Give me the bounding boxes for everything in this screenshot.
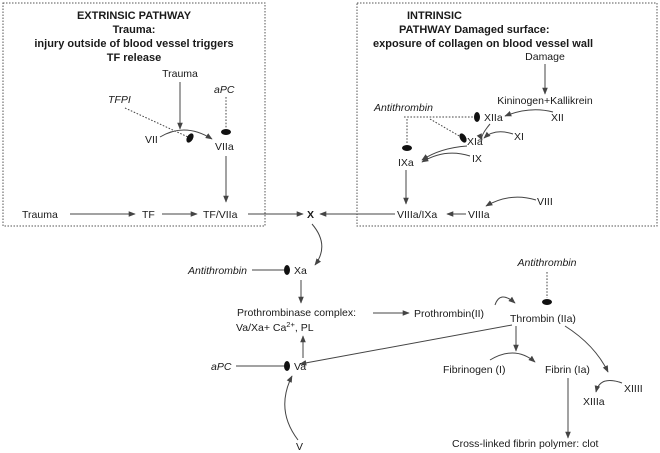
prothrombinase-text-a: Va/Xa+ Ca <box>236 322 286 334</box>
extrinsic-header-4: TF release <box>107 52 161 64</box>
extrinsic-header-3: injury outside of blood vessel triggers <box>34 38 233 50</box>
xi-to-xia-arrow <box>483 131 514 139</box>
apc-common-label: aPC <box>211 361 232 373</box>
fibrinogen-to-fibrin-arrow <box>489 352 536 363</box>
intrinsic-header-3: exposure of collagen on blood vessel wal… <box>373 38 593 50</box>
trauma-left-label: Trauma <box>22 209 58 221</box>
antithrombin-intrinsic-label: Antithrombin <box>373 102 433 114</box>
xiii-to-xiiia-arrow <box>594 380 623 393</box>
ixa-label: IXa <box>398 157 414 169</box>
apc-inhibitor-mark <box>221 129 231 135</box>
viiia-label: VIIIa <box>468 209 490 221</box>
vii-label: VII <box>145 134 158 146</box>
thrombin-to-va-arrow <box>299 324 513 366</box>
xiia-inhibitor-mark <box>474 112 480 122</box>
prothrombinase-superscript: 2+ <box>286 320 295 329</box>
extrinsic-header-1: EXTRINSIC PATHWAY <box>77 10 192 22</box>
tf-label: TF <box>142 209 155 221</box>
prothrombin-label: Prothrombin(II) <box>414 308 484 320</box>
va-label: Va <box>294 361 306 373</box>
extrinsic-header-2: Trauma: <box>113 24 156 36</box>
ixa-inhibitor-mark <box>402 145 412 151</box>
xia-label: XIa <box>467 136 483 148</box>
antithrombin-to-xia-inhibit <box>429 118 462 138</box>
xia-inhibitor-mark <box>459 133 467 143</box>
prothrombin-to-thrombin-arrow <box>494 296 516 306</box>
apc-extrinsic-label: aPC <box>214 84 235 96</box>
viia-label: VIIa <box>215 141 234 153</box>
fibrinogen-label: Fibrinogen (I) <box>443 364 505 376</box>
viii-label: VIII <box>537 196 553 208</box>
clot-label: Cross-linked fibrin polymer: clot <box>452 438 599 450</box>
extrinsic-pathway-box <box>2 2 266 227</box>
antithrombin-xa-label: Antithrombin <box>187 265 247 277</box>
prothrombinase-text-b: , PL <box>295 322 314 334</box>
thrombin-to-xiiia-arrow <box>564 325 609 373</box>
va-inhibitor-mark <box>284 361 290 371</box>
viiiaixa-label: VIIIa/IXa <box>397 209 437 221</box>
tfviia-label: TF/VIIa <box>203 209 238 221</box>
xa-inhibitor-mark <box>284 265 290 275</box>
prothrombinase-line1: Prothrombinase complex: <box>237 307 356 319</box>
factor-x-label: X <box>307 209 314 221</box>
fibrin-label: Fibrin (Ia) <box>545 364 590 376</box>
xi-label: XI <box>514 131 524 143</box>
xiia-to-xia-arrow <box>476 123 491 141</box>
tfpi-label: TFPI <box>108 94 131 106</box>
intrinsic-header-2: PATHWAY Damaged surface: <box>399 24 550 36</box>
xii-to-xiia-arrow <box>504 109 554 117</box>
thrombin-label: Thrombin (IIa) <box>510 313 576 325</box>
intrinsic-header-1: INTRINSIC <box>407 10 462 22</box>
tfpi-inhibition-line <box>124 107 189 138</box>
trauma-top-label: Trauma <box>162 68 198 80</box>
factor-v-label: V <box>296 441 303 453</box>
damage-label: Damage <box>525 51 565 63</box>
prothrombinase-line2: Va/Xa+ Ca2+, PL <box>236 320 314 334</box>
intrinsic-pathway-box <box>356 2 658 227</box>
tfpi-inhibitor-mark <box>186 133 194 143</box>
xiia-label: XIIa <box>484 112 503 124</box>
viii-to-viiia-arrow <box>485 196 537 207</box>
ix-label: IX <box>472 153 482 165</box>
xiiia-label: XIIIa <box>583 396 605 408</box>
x-to-xa-arrow <box>311 223 323 266</box>
ix-to-ixa-arrow <box>421 152 471 163</box>
vii-to-viia-arrow <box>159 129 213 140</box>
xa-label: Xa <box>294 265 307 277</box>
xiii-label: XIIII <box>624 383 643 395</box>
thrombin-inhibitor-mark <box>542 299 552 305</box>
kininogen-kallikrein-label: Kininogen+Kallikrein <box>497 95 593 107</box>
v-to-va-arrow <box>284 375 299 441</box>
xii-label: XII <box>551 112 564 124</box>
antithrombin-thrombin-label: Antithrombin <box>517 257 577 269</box>
